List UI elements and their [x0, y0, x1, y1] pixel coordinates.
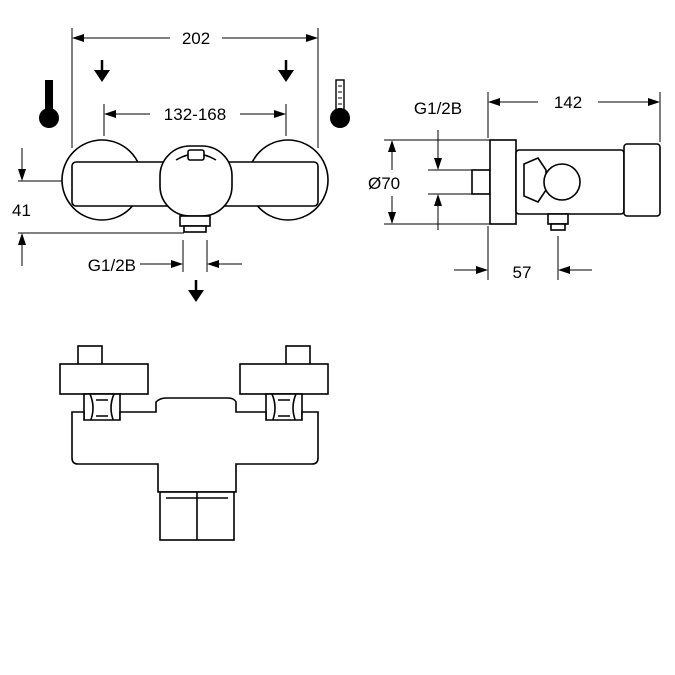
side-rosette [489, 139, 517, 225]
outlet-arrow-icon [188, 280, 204, 302]
knob-button [187, 149, 205, 161]
side-outlet-nipple [550, 223, 566, 231]
left-nut [83, 393, 121, 423]
inlet-arrow-left-icon [94, 60, 110, 82]
inlet-arrow-right-icon [278, 60, 294, 82]
thermometer-cold-icon [330, 79, 350, 128]
dim-depth: 142 [554, 93, 582, 112]
outlet-nipple [183, 225, 207, 233]
dim-connection-spacing: 132-168 [164, 105, 226, 124]
right-inlet-nipple [285, 345, 311, 367]
thermometer-hot-icon [39, 80, 59, 128]
side-nut [523, 157, 547, 203]
dim-outlet-thread: G1/2B [88, 256, 136, 275]
left-eccentric [59, 363, 149, 395]
top-body [71, 397, 319, 493]
side-knob [623, 143, 661, 217]
side-view: 142 G1/2B Ø70 57 [368, 92, 661, 282]
dim-overall-width: 202 [182, 29, 210, 48]
left-inlet-nipple [77, 345, 103, 367]
dim-inlet-thread: G1/2B [414, 99, 462, 118]
dim-outlet-offset: 57 [513, 263, 532, 282]
top-view [59, 345, 329, 541]
side-inlet-nipple [471, 169, 491, 195]
right-eccentric [239, 363, 329, 395]
dim-height: 41 [12, 201, 31, 220]
side-outlet-nut [547, 213, 569, 225]
right-nut [265, 393, 303, 423]
outlet-nut [179, 215, 211, 227]
side-cam [543, 163, 581, 201]
front-view: 202 132-168 [12, 28, 350, 302]
dim-diameter: Ø70 [368, 174, 400, 193]
